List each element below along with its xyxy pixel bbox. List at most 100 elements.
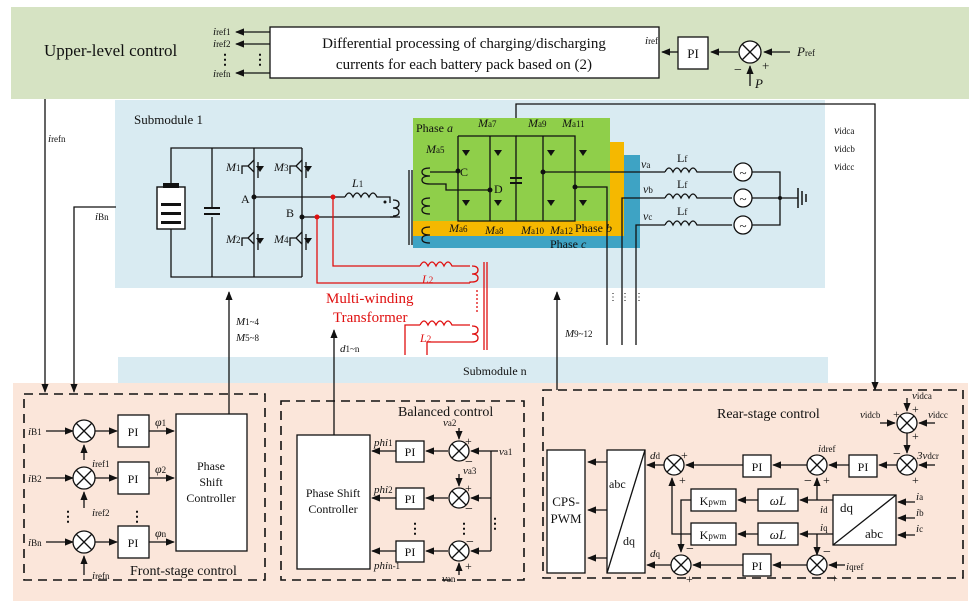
- svg-text:PI: PI: [405, 492, 416, 506]
- svg-text:idref: idref: [818, 443, 836, 455]
- svg-text:Ma5: Ma5: [425, 142, 445, 156]
- svg-text:⋮: ⋮: [488, 517, 502, 532]
- svg-text:−: −: [893, 447, 901, 462]
- igbt-m4: [289, 231, 312, 250]
- svg-text:iref2: iref2: [92, 507, 110, 519]
- grid-inductors: [664, 167, 732, 227]
- submodule-n-title: Submodule n: [463, 364, 527, 378]
- svg-text:PI: PI: [128, 425, 139, 439]
- svg-text:id: id: [820, 504, 828, 516]
- ac-sources: ~ ~ ~: [733, 162, 753, 235]
- svg-text:iB1: iB1: [28, 426, 42, 438]
- svg-text:abc: abc: [609, 477, 626, 491]
- svg-text:B: B: [286, 206, 294, 220]
- svg-text:−: −: [465, 502, 473, 517]
- svg-text:⋮: ⋮: [130, 510, 144, 525]
- svg-text:L1: L1: [351, 176, 363, 190]
- svg-text:dq: dq: [623, 534, 635, 548]
- svg-text:M1: M1: [225, 160, 241, 174]
- rear-stage-box: [542, 389, 964, 579]
- svg-text:+: +: [465, 559, 472, 573]
- svg-text:~: ~: [739, 218, 746, 233]
- cps-pwm-block: [546, 449, 586, 574]
- svg-text:iref1: iref1: [92, 458, 110, 470]
- svg-text:Phase: Phase: [197, 459, 225, 473]
- svg-text:+: +: [912, 402, 919, 416]
- svg-text:iBn: iBn: [95, 211, 109, 223]
- svg-text:M1~4: M1~4: [235, 316, 260, 328]
- phase-a-switches: [462, 150, 587, 206]
- svg-text:A: A: [241, 192, 250, 206]
- svg-text:+: +: [679, 473, 686, 487]
- svg-text:irefn: irefn: [48, 133, 66, 145]
- svg-text:−: −: [804, 474, 812, 489]
- svg-text:M3: M3: [273, 160, 289, 174]
- svg-text:~: ~: [739, 165, 746, 180]
- svg-text:iref1: iref1: [213, 26, 231, 38]
- phase-a-panel: [413, 118, 610, 221]
- svg-text:+: +: [762, 58, 769, 73]
- svg-text:M2: M2: [225, 232, 241, 246]
- svg-text:Controller: Controller: [308, 502, 357, 516]
- front-phase-shift-controller: [175, 413, 248, 552]
- balanced-control-title: Balanced control: [398, 405, 493, 420]
- svg-text:+: +: [465, 434, 472, 448]
- svg-text:⋮: ⋮: [620, 292, 630, 303]
- front-stage-box: [23, 393, 266, 581]
- svg-text:M4: M4: [273, 232, 289, 246]
- svg-text:+: +: [681, 448, 688, 462]
- svg-text:P: P: [754, 76, 763, 91]
- svg-text:iref2: iref2: [213, 38, 231, 50]
- svg-text:PI: PI: [858, 460, 869, 474]
- svg-text:⋮: ⋮: [457, 522, 471, 537]
- svg-text:Lf: Lf: [677, 151, 687, 165]
- svg-text:+: +: [823, 473, 830, 487]
- svg-text:⋮: ⋮: [218, 53, 232, 68]
- front-stage-rows: iB1 PI φ1 iref1 iB2 PI φ2 iref2 ⋮ ⋮ iBn …: [28, 414, 175, 582]
- svg-text:−: −: [823, 545, 831, 560]
- svg-text:3vdcr: 3vdcr: [916, 450, 939, 462]
- svg-text:d1~n: d1~n: [340, 343, 360, 355]
- svg-text:−: −: [466, 535, 474, 550]
- svg-text:+: +: [893, 407, 900, 421]
- svg-text:va3: va3: [463, 465, 477, 477]
- svg-text:PI: PI: [405, 545, 416, 559]
- svg-text:Ma11: Ma11: [561, 116, 585, 130]
- balanced-rows: phi1 PI phi2 PI phin-1 PI ⋮ ⋮ ⋮ va1 va2 …: [371, 417, 512, 585]
- ground-icon: [797, 188, 807, 208]
- svg-text:Lf: Lf: [677, 177, 687, 191]
- svg-text:vidca: vidca: [834, 123, 854, 137]
- svg-text:⋮: ⋮: [634, 292, 644, 303]
- svg-text:−: −: [686, 542, 694, 557]
- svg-text:abc: abc: [865, 526, 883, 541]
- svg-text:L2: L2: [421, 272, 433, 286]
- svg-text:vidcb: vidcb: [860, 409, 881, 421]
- svg-text:M5~8: M5~8: [235, 332, 260, 344]
- svg-text:C: C: [460, 165, 468, 179]
- svg-text:iqref: iqref: [846, 561, 864, 573]
- transformer-label: Multi-winding: [326, 291, 414, 307]
- svg-text:Ma8: Ma8: [484, 223, 504, 237]
- svg-text:Transformer: Transformer: [333, 310, 407, 326]
- upper-level-title: Upper-level control: [44, 41, 178, 60]
- svg-text:vc: vc: [643, 209, 652, 223]
- svg-text:PI: PI: [752, 460, 763, 474]
- svg-text:L2: L2: [419, 331, 431, 345]
- svg-text:φn: φn: [155, 526, 167, 540]
- svg-text:+: +: [912, 429, 919, 443]
- differential-processing-block: [269, 26, 660, 79]
- svg-text:⋮: ⋮: [253, 53, 267, 68]
- svg-text:D: D: [494, 182, 503, 196]
- svg-text:Controller: Controller: [186, 491, 235, 505]
- svg-text:ib: ib: [916, 507, 924, 519]
- front-stage-title: Front-stage control: [130, 564, 237, 579]
- rear-stage-title: Rear-stage control: [717, 407, 820, 422]
- diff-box-line1: Differential processing of charging/disc…: [322, 36, 606, 52]
- svg-text:ωL: ωL: [770, 493, 786, 508]
- svg-text:ωL: ωL: [770, 527, 786, 542]
- svg-text:vb: vb: [643, 182, 653, 196]
- svg-text:phin-1: phin-1: [373, 560, 400, 572]
- svg-text:Kpwm: Kpwm: [700, 528, 727, 542]
- svg-text:iBn: iBn: [28, 537, 42, 549]
